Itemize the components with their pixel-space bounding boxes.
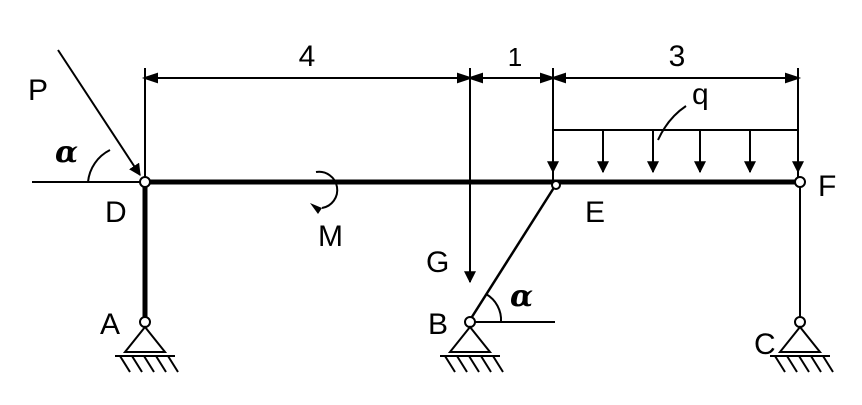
label-a: A: [100, 308, 120, 341]
angle-arc-b: [485, 293, 503, 323]
support-b: [440, 325, 504, 373]
angle-label-b: α: [510, 279, 533, 314]
label-p: P: [28, 74, 48, 107]
angle-arc-d: [87, 149, 111, 183]
label-f: F: [818, 170, 836, 203]
dimension-4: 4: [299, 40, 316, 73]
force-p-arrow: [57, 49, 141, 177]
label-d: D: [105, 196, 127, 229]
moment-m-arc: [315, 170, 339, 209]
label-b: B: [428, 308, 448, 341]
joints: [139, 176, 806, 328]
distributed-load-q: [547, 105, 804, 174]
label-c: C: [754, 328, 776, 361]
label-m: M: [318, 220, 343, 253]
label-e: E: [585, 196, 605, 229]
strut-be: [468, 185, 557, 321]
label-g: G: [426, 246, 449, 279]
support-c: [770, 325, 834, 373]
moment-m-arrowhead: [310, 203, 322, 214]
dimension-3: 3: [669, 40, 686, 73]
dimension-lines: [141, 68, 802, 180]
angle-label-d: α: [55, 135, 78, 170]
label-q: q: [692, 78, 709, 111]
support-a: [115, 325, 179, 373]
dimension-1: 1: [508, 42, 522, 72]
